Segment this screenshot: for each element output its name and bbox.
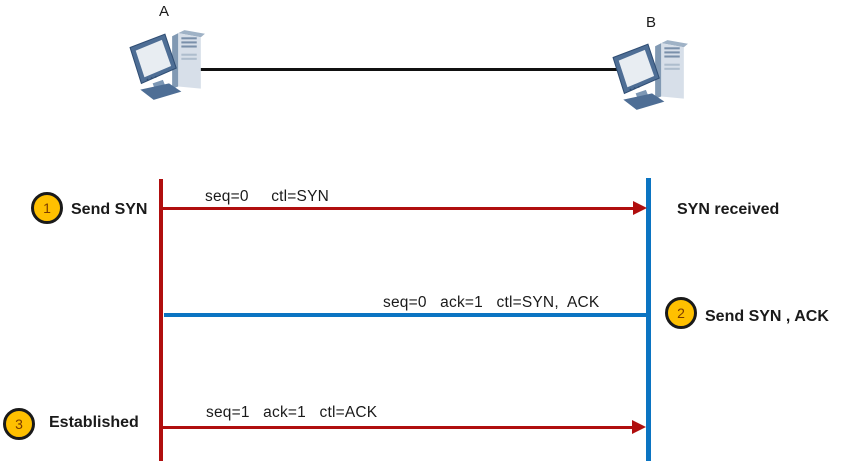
step-1-label: Send SYN (71, 201, 148, 218)
step-3-number: 3 (15, 416, 23, 432)
step-1-peer-label: SYN received (677, 201, 780, 218)
lifeline-a (159, 179, 163, 461)
step-2-circle: 2 (665, 297, 697, 329)
computer-b-icon (612, 40, 689, 111)
network-link-line (196, 68, 620, 71)
message-2-text: seq=0 ack=1 ctl=SYN, ACK (383, 294, 600, 311)
step-3-circle: 3 (3, 408, 35, 440)
message-2-line (164, 313, 646, 317)
message-1-text: seq=0 ctl=SYN (205, 188, 330, 205)
computer-a-icon (129, 30, 206, 101)
message-1-arrowhead-icon (633, 201, 647, 215)
step-2-label: Send SYN , ACK (705, 308, 829, 325)
node-a-label: A (158, 3, 169, 20)
lifeline-b (646, 178, 651, 461)
message-1-arrow-line (163, 207, 635, 210)
step-3-label: Established (49, 414, 139, 431)
message-3-arrow-line (163, 426, 634, 429)
message-3-arrowhead-icon (632, 420, 646, 434)
step-1-circle: 1 (31, 192, 63, 224)
node-b-label: B (645, 14, 656, 31)
step-2-number: 2 (677, 305, 685, 321)
message-3-text: seq=1 ack=1 ctl=ACK (206, 404, 378, 421)
step-1-number: 1 (43, 200, 51, 216)
